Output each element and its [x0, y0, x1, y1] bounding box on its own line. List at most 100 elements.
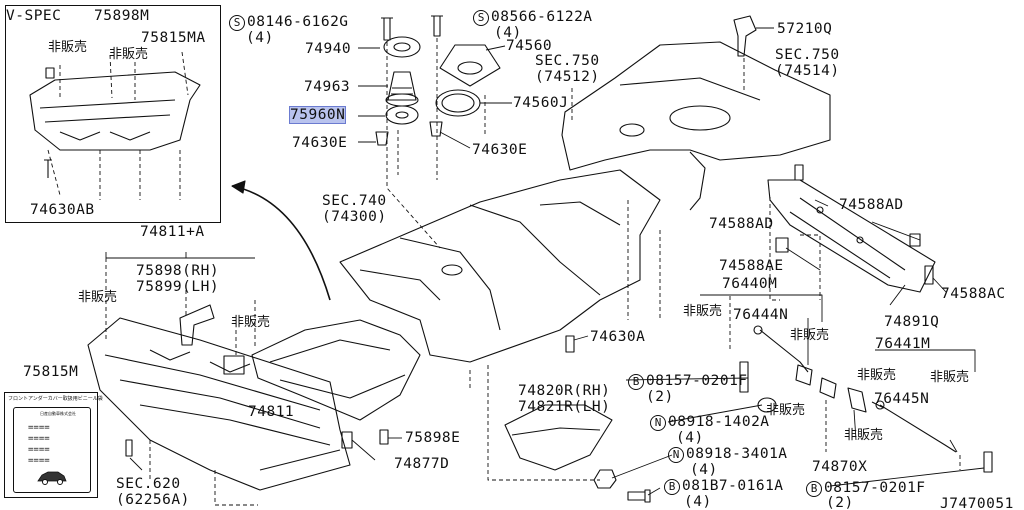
label-75815M[interactable]: 75815M [23, 364, 79, 380]
label-75960N-highlighted[interactable]: 75960N [288, 106, 347, 124]
label-75898E[interactable]: 75898E [405, 430, 461, 446]
not-sold-76440M-right: 非販売 [790, 328, 830, 343]
label-75899-lh[interactable]: 75899(LH) [136, 279, 220, 295]
front-undercover-part [87, 317, 351, 491]
bracket-76441M-part [847, 387, 885, 413]
s-symbol-icon: S [229, 15, 245, 31]
label-74820R[interactable]: 74820R(RH) [518, 383, 611, 399]
label-76441M[interactable]: 76441M [875, 336, 931, 352]
label-sec620-sub: (62256A) [116, 492, 190, 508]
bolt-sec620-part [125, 439, 133, 457]
label-57210Q[interactable]: 57210Q [777, 21, 833, 37]
label-74811[interactable]: 74811 [248, 404, 295, 420]
label-sec740[interactable]: SEC.740 [322, 193, 387, 209]
label-74630A[interactable]: 74630A [590, 329, 646, 345]
label-08918a-text: 08918-1402A [668, 414, 770, 430]
label-74588AE[interactable]: 74588AE [719, 258, 784, 274]
label-74821R[interactable]: 74821R(LH) [518, 399, 611, 415]
label-74560J[interactable]: 74560J [513, 95, 569, 111]
boot-74963-part [385, 71, 419, 107]
cover-74560-part [439, 44, 501, 87]
part-57210Q [733, 15, 757, 57]
nut-08918-3401A-part [593, 469, 617, 489]
not-sold-76445N: 非販売 [844, 428, 884, 443]
label-74630E-right[interactable]: 74630E [472, 142, 528, 158]
label-74877D[interactable]: 74877D [394, 456, 450, 472]
bolt-08146-part [381, 17, 393, 41]
bracket-75898-part [179, 304, 215, 346]
n-symbol-icon: N [668, 447, 684, 463]
label-74588AD-left[interactable]: 74588AD [709, 216, 774, 232]
label-sec750-b-sub: (74514) [775, 63, 840, 79]
b-symbol-icon: B [628, 374, 644, 390]
rod-76444N-part [753, 325, 809, 373]
sticker-box: フロントアンダーカバー取扱用ビニール袋 日産自動車株式会社 ==== ==== … [4, 392, 103, 498]
label-74870X[interactable]: 74870X [812, 459, 868, 475]
n-symbol-icon: N [650, 415, 666, 431]
car-icon [37, 471, 67, 485]
label-08566-text: 08566-6122A [491, 9, 593, 25]
vspec-inset-box [5, 5, 221, 223]
label-08157a-text: 08157-0201F [646, 373, 748, 389]
seal-74560J-part [435, 89, 481, 117]
b-symbol-icon: B [664, 479, 680, 495]
label-74630AB: 74630AB [30, 202, 95, 218]
clip-75815M-part [223, 355, 245, 375]
label-74588AC[interactable]: 74588AC [941, 286, 1006, 302]
not-sold-74870X: 非販売 [766, 403, 806, 418]
label-74811A[interactable]: 74811+A [140, 224, 205, 240]
seal-74940-part [383, 36, 421, 58]
label-sec750-b[interactable]: SEC.750 [775, 47, 840, 63]
bolt-08157-b-part [983, 451, 993, 473]
vspec-not-sold-right: 非販売 [109, 47, 149, 62]
rear-floor-part [561, 41, 831, 211]
label-08157b-qty: (2) [826, 495, 854, 510]
sticker-line: ==== [28, 423, 50, 433]
sticker-line: ==== [28, 456, 50, 466]
bolt-081B7-part [627, 489, 651, 503]
label-sec620[interactable]: SEC.620 [116, 476, 181, 492]
label-74588AD-right[interactable]: 74588AD [839, 197, 904, 213]
undercover-74811-part [251, 319, 421, 421]
label-74560[interactable]: 74560 [506, 38, 553, 54]
label-08146-text: 08146-6162G [247, 14, 349, 30]
label-08918b-text: 08918-3401A [686, 446, 788, 462]
label-74891Q[interactable]: 74891Q [884, 314, 940, 330]
label-76440M[interactable]: 76440M [722, 276, 778, 292]
s-symbol-icon: S [473, 10, 489, 26]
label-08918b-qty: (4) [690, 462, 718, 478]
not-sold-76441M-right: 非販売 [930, 370, 970, 385]
collar-08918-1402A-part [757, 397, 777, 413]
label-75898-rh[interactable]: 75898(RH) [136, 263, 220, 279]
rod-76445N-part [875, 400, 957, 453]
bolt-08566-part [431, 15, 443, 37]
label-74630E-left[interactable]: 74630E [292, 135, 348, 151]
label-081B7-qty: (4) [684, 494, 712, 510]
sticker-line: ==== [28, 445, 50, 455]
label-76445N[interactable]: 76445N [874, 391, 930, 407]
label-74963[interactable]: 74963 [304, 79, 351, 95]
bracket-74820R-part [504, 404, 613, 471]
label-74940[interactable]: 74940 [305, 41, 352, 57]
label-76444N[interactable]: 76444N [733, 307, 789, 323]
not-sold-76441M-left: 非販売 [857, 368, 897, 383]
nut-74630A-part [565, 335, 575, 353]
label-081B7-text: 081B7-0161A [682, 478, 784, 494]
vspec-undercover-part [29, 67, 201, 178]
label-sec750-a[interactable]: SEC.750 [535, 53, 600, 69]
not-sold-76440M-left: 非販売 [683, 304, 723, 319]
bracket-74870X-part [819, 377, 837, 399]
label-08566-qty: (4) [494, 25, 522, 41]
clip-74877D-part [341, 431, 353, 449]
label-08157a-qty: (2) [646, 389, 674, 405]
bolt-74588AC-part [924, 265, 934, 285]
